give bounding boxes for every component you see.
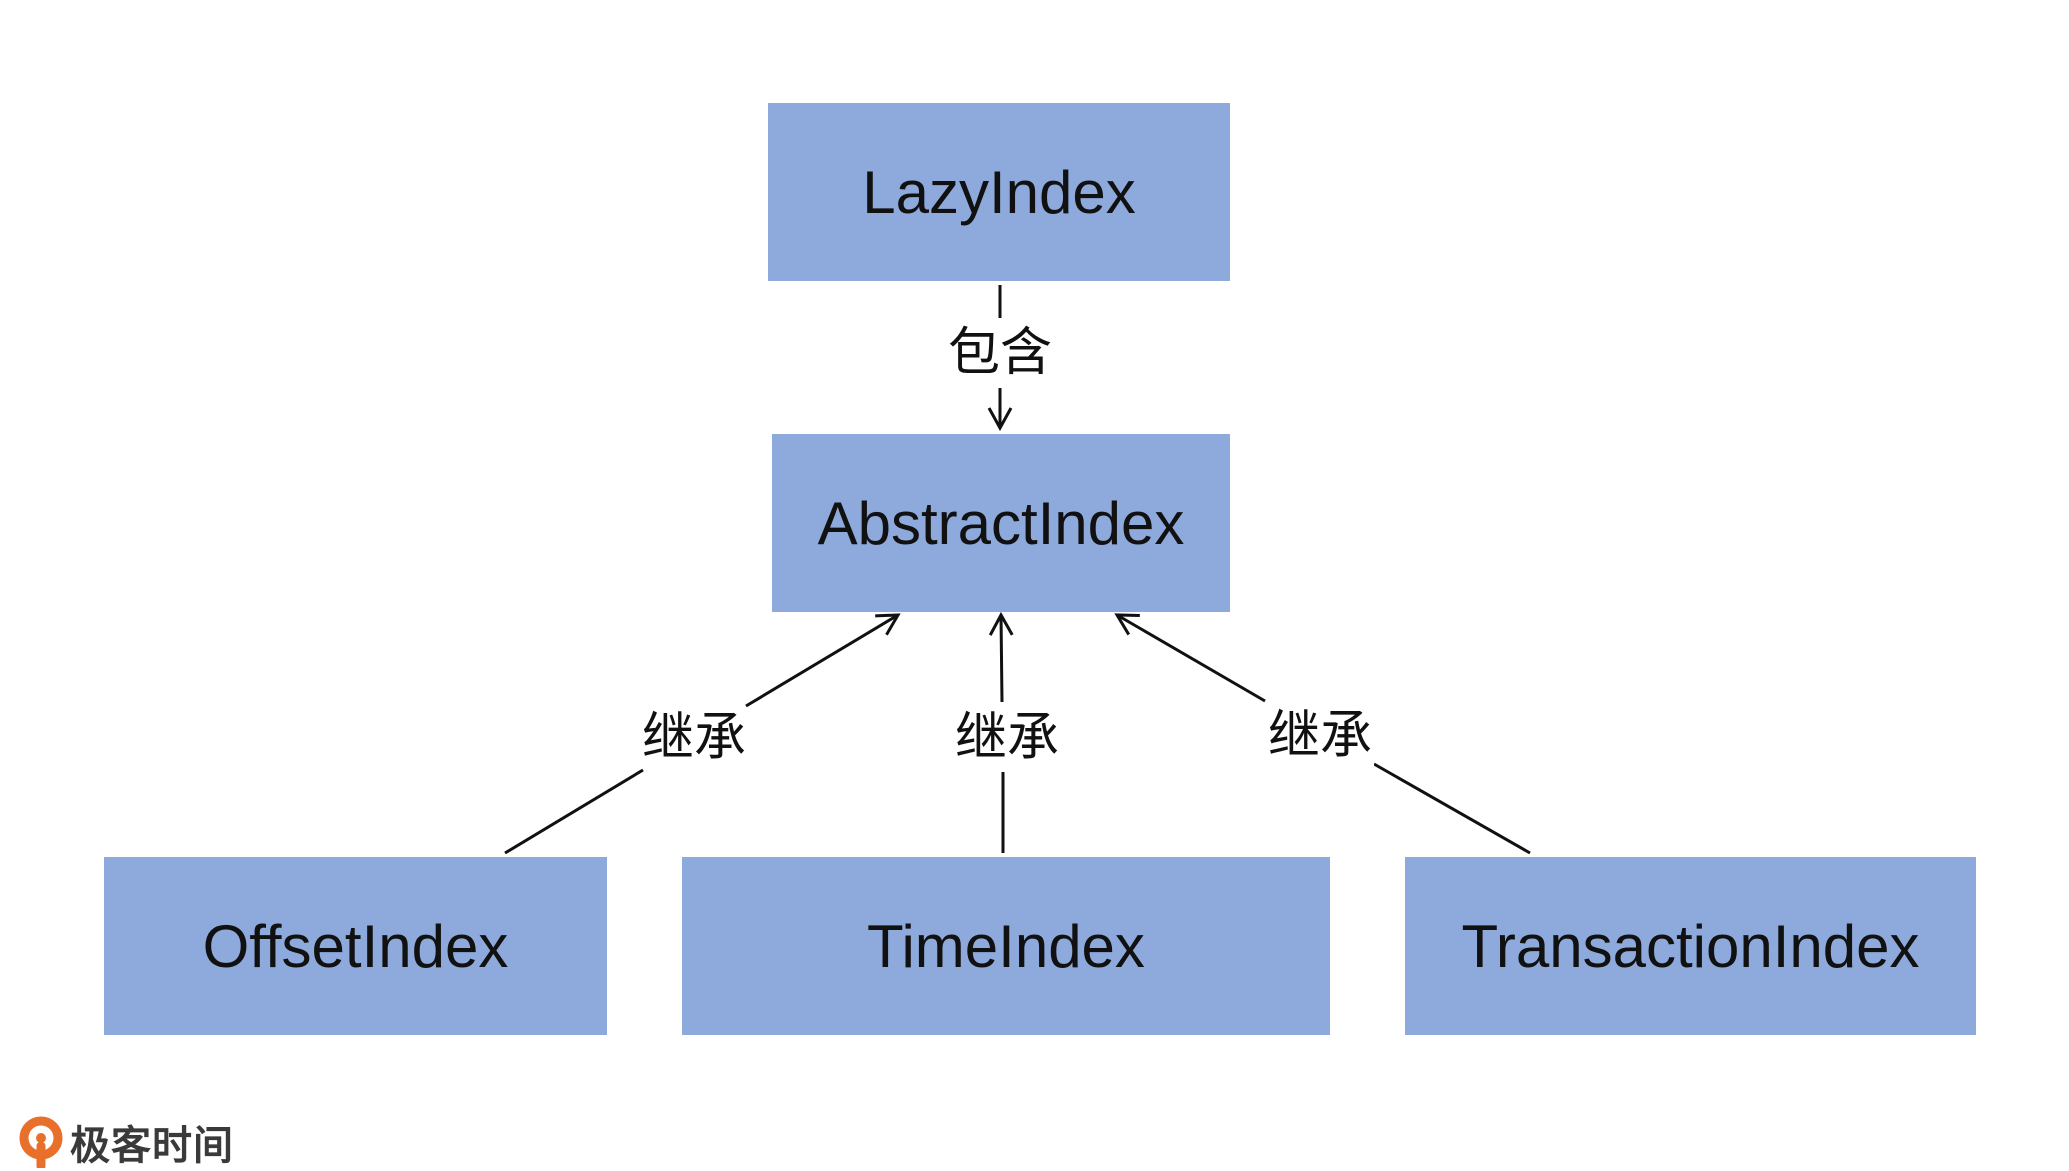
abstractindex-node: AbstractIndex — [772, 434, 1230, 612]
edge-label-inherit-time: 继承 — [952, 708, 1062, 768]
edge-inherit-time-upper — [988, 611, 1014, 703]
abstractindex-label: AbstractIndex — [817, 489, 1185, 557]
timeindex-node: TimeIndex — [682, 857, 1330, 1035]
geektime-logo-text: 极客时间 — [70, 1123, 234, 1169]
timeindex-label: TimeIndex — [867, 912, 1145, 980]
offsetindex-node: OffsetIndex — [104, 857, 607, 1035]
transactionindex-label: TransactionIndex — [1461, 912, 1920, 980]
transactionindex-node: TransactionIndex — [1405, 857, 1976, 1035]
edge-label-inherit-offset: 继承 — [639, 708, 749, 768]
geektime-logo: 极客时间 — [18, 1113, 234, 1171]
edge-inherit-offset-upper — [745, 613, 901, 708]
lazyindex-label: LazyIndex — [862, 158, 1136, 226]
edge-label-inherit-transaction: 继承 — [1265, 706, 1375, 766]
edge-label-contains: 包含 — [945, 323, 1055, 383]
geektime-logo-icon — [19, 1116, 63, 1168]
offsetindex-label: OffsetIndex — [202, 912, 509, 980]
edge-inherit-txn-upper — [1114, 613, 1266, 703]
edge-inherit-txn-lower — [1373, 762, 1531, 855]
lazyindex-node: LazyIndex — [768, 103, 1230, 281]
edge-inherit-offset-lower — [504, 768, 644, 855]
